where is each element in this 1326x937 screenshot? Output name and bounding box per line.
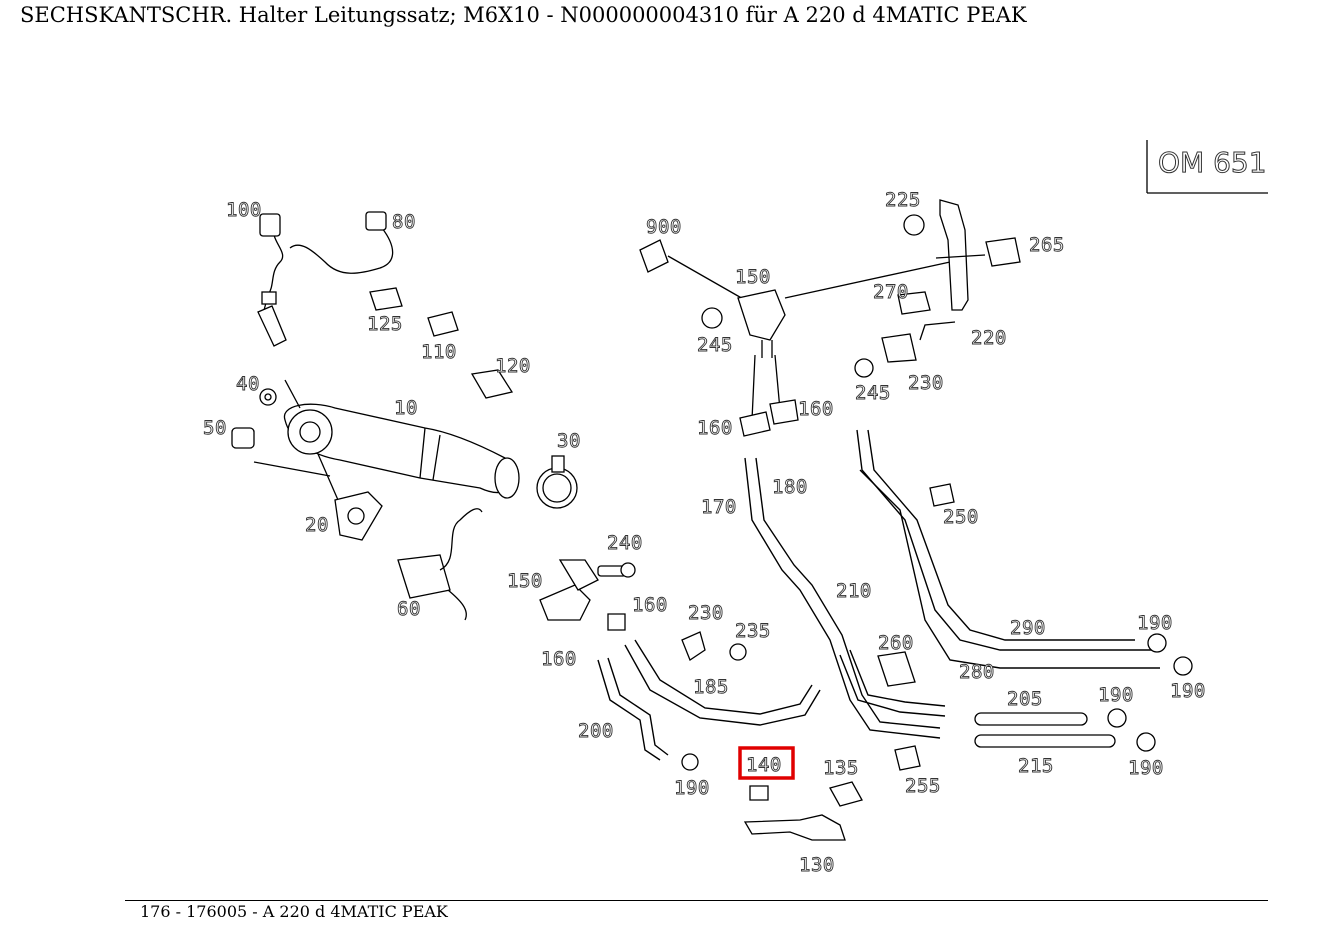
page-title: SECHSKANTSCHR. Halter Leitungssatz; M6X1…: [20, 3, 1027, 27]
part-label[interactable]: 130: [799, 854, 835, 877]
part-label[interactable]: 190: [674, 777, 710, 800]
part-label[interactable]: 245: [855, 382, 891, 405]
engine-code-box: OM 651: [1146, 140, 1268, 194]
part-label[interactable]: 215: [1018, 755, 1054, 778]
part-label[interactable]: 265: [1029, 234, 1065, 257]
part-label[interactable]: 170: [701, 496, 737, 519]
highlight-box: [738, 746, 795, 780]
part-label[interactable]: 135: [823, 757, 859, 780]
part-label[interactable]: 20: [305, 514, 329, 537]
part-label[interactable]: 50: [203, 417, 227, 440]
part-label[interactable]: 900: [646, 216, 682, 239]
part-label[interactable]: 30: [557, 430, 581, 453]
part-label[interactable]: 160: [798, 398, 834, 421]
part-label[interactable]: 40: [236, 373, 260, 396]
part-label[interactable]: 220: [971, 327, 1007, 350]
part-labels: 100 80 125 110 120 40 10 50 30 20 60 900…: [203, 189, 1206, 877]
left-assembly-drawing: [231, 211, 578, 621]
footer-caption: 176 - 176005 - A 220 d 4MATIC PEAK: [140, 902, 448, 921]
part-label[interactable]: 235: [735, 620, 771, 643]
part-label[interactable]: 120: [495, 355, 531, 378]
part-label[interactable]: 185: [693, 676, 729, 699]
part-label[interactable]: 190: [1170, 680, 1206, 703]
part-label[interactable]: 180: [772, 476, 808, 499]
part-label[interactable]: 160: [697, 417, 733, 440]
part-label[interactable]: 140: [746, 754, 782, 777]
part-label[interactable]: 255: [905, 775, 941, 798]
part-label[interactable]: 250: [943, 506, 979, 529]
part-label[interactable]: 80: [392, 211, 416, 234]
part-label[interactable]: 260: [878, 632, 914, 655]
part-label[interactable]: 230: [908, 372, 944, 395]
part-label[interactable]: 60: [397, 598, 421, 621]
pipe-drawing: [539, 429, 1193, 841]
part-label[interactable]: 245: [697, 334, 733, 357]
part-label[interactable]: 190: [1128, 757, 1164, 780]
part-label[interactable]: 150: [507, 570, 543, 593]
part-label[interactable]: 110: [421, 341, 457, 364]
part-label[interactable]: 160: [632, 594, 668, 617]
upper-middle-assembly-drawing: [639, 199, 1021, 507]
part-label[interactable]: 200: [578, 720, 614, 743]
part-label[interactable]: 225: [885, 189, 921, 212]
part-label[interactable]: 190: [1098, 684, 1134, 707]
part-label[interactable]: 230: [688, 602, 724, 625]
part-label[interactable]: 290: [1010, 617, 1046, 640]
part-label[interactable]: 10: [394, 397, 418, 420]
part-label[interactable]: 125: [367, 313, 403, 336]
engine-code: OM 651: [1158, 146, 1267, 179]
part-label[interactable]: 150: [735, 266, 771, 289]
part-label[interactable]: 270: [873, 281, 909, 304]
part-label[interactable]: 160: [541, 648, 577, 671]
part-label[interactable]: 190: [1137, 612, 1173, 635]
part-label[interactable]: 205: [1007, 688, 1043, 711]
part-label[interactable]: 280: [959, 661, 995, 684]
part-label[interactable]: 240: [607, 532, 643, 555]
part-label[interactable]: 100: [226, 199, 262, 222]
footer-divider: [125, 900, 1268, 901]
part-label[interactable]: 210: [836, 580, 872, 603]
